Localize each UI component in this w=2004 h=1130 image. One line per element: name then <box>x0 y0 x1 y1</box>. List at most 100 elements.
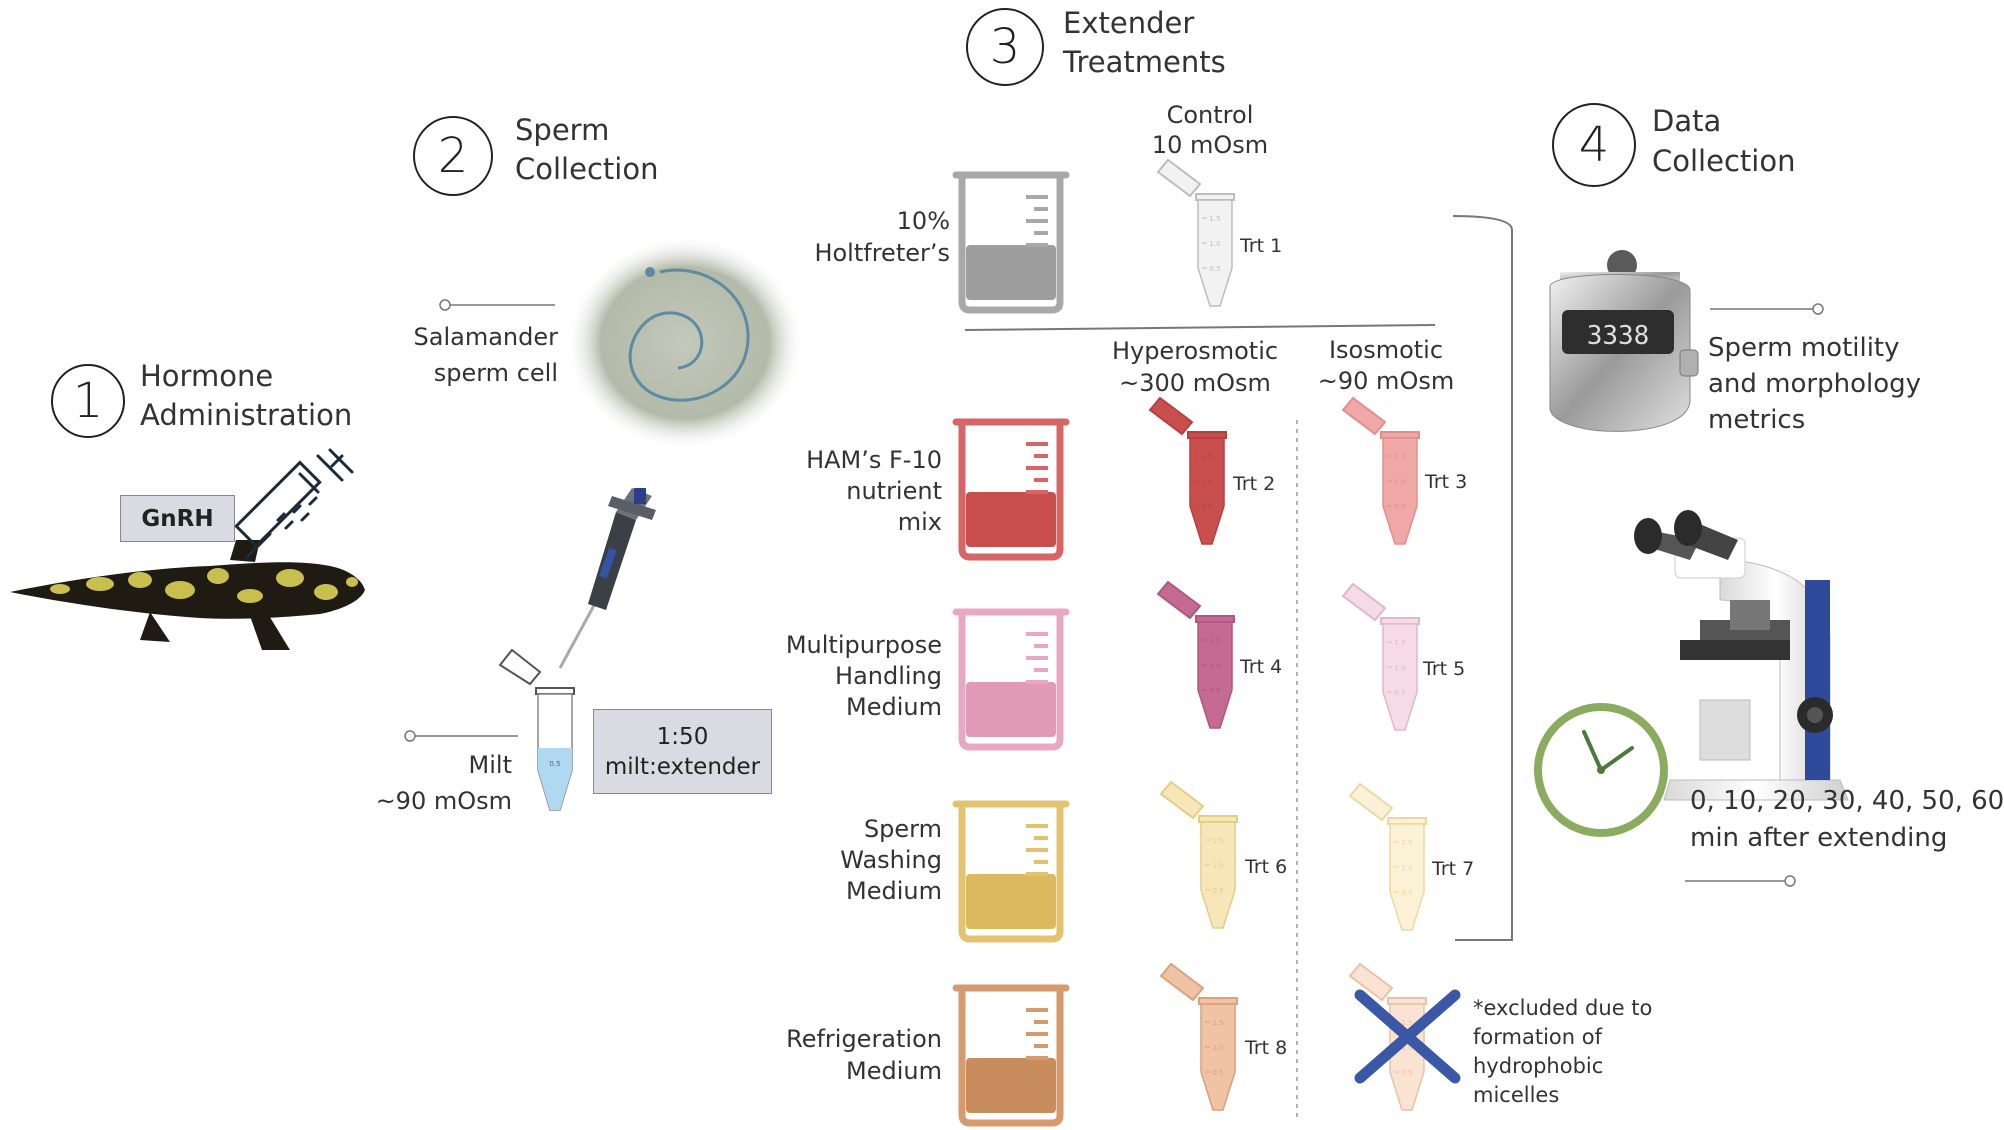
tube-t3: 1.5 1.0 0.5 <box>1341 396 1420 545</box>
trt-1-label: Trt 1 <box>1240 235 1283 257</box>
gnrh-label-box: GnRH <box>120 495 235 542</box>
clock-icon <box>1534 703 1668 837</box>
tube-scale-label: 1.0 <box>1209 662 1220 670</box>
step-3-title-line1: Extender <box>1063 6 1195 40</box>
rm-label-line1: Refrigeration <box>786 1025 942 1053</box>
sperm-cell-image <box>565 235 805 451</box>
tube-scale-label: 0.5 <box>1212 1069 1223 1077</box>
tube-scale-label: 1.0 <box>1394 664 1405 672</box>
tube-scale-label: 1.5 <box>1401 1019 1412 1027</box>
step-2-number: 2 <box>437 128 469 184</box>
pipette-icon <box>558 488 656 669</box>
excluded-note-line3: hydrophobic <box>1473 1054 1604 1078</box>
sperm-cell-label-line2: sperm cell <box>433 359 558 387</box>
microscope-image <box>1634 510 1849 801</box>
control-header-line1: Control <box>1166 101 1254 129</box>
ham-label-line3: mix <box>897 508 942 536</box>
salamander-image <box>10 540 365 650</box>
ratio-box: 1:50 milt:extender <box>593 709 772 794</box>
hyperosmotic-header-line2: ~300 mOsm <box>1119 369 1271 397</box>
trt-3-label: Trt 3 <box>1425 471 1468 493</box>
tube-scale-label: 1.0 <box>1401 1044 1412 1052</box>
tube-scale-label: 0.5 <box>1401 1069 1412 1077</box>
excluded-note-line2: formation of <box>1473 1025 1602 1049</box>
beaker-holtfreter <box>952 171 1070 314</box>
tube-t5: 1.5 1.0 0.5 <box>1341 582 1420 731</box>
gnrh-label: GnRH <box>141 505 214 532</box>
step-1-title-line2: Administration <box>140 398 353 432</box>
tube-scale-label: 1.0 <box>1394 478 1405 486</box>
time-label: 0, 10, 20, 30, 40, 50, 60 min after exte… <box>1690 783 2004 857</box>
step-2-title-line2: Collection <box>515 152 659 186</box>
beaker-rm <box>952 984 1070 1127</box>
connector-lines <box>404 299 1824 887</box>
ratio-box-line1: 1:50 <box>656 723 709 750</box>
trt-5-label: Trt 5 <box>1423 658 1466 680</box>
ratio-box-line2: milt:extender <box>604 753 761 780</box>
tube-scale-label: 1.5 <box>1212 837 1223 845</box>
swm-label-line1: Sperm <box>863 815 942 843</box>
tube-scale-label: 1.5 <box>1212 1019 1223 1027</box>
step-4-circle: 4 <box>1552 103 1636 187</box>
step-3-title-line2: Treatments <box>1063 45 1226 79</box>
step-1-number: 1 <box>72 373 104 429</box>
step-2-circle: 2 <box>413 116 493 196</box>
time-label-line2: min after extending <box>1690 823 1948 853</box>
milt-tube-scale: 0.5 <box>549 760 560 768</box>
holtfreter-label-line1: 10% <box>896 207 950 235</box>
step-1-title-line1: Hormone <box>140 359 274 393</box>
tube-t7: 1.51.00.5 <box>1348 782 1427 931</box>
milt-tube-icon: 0.5 <box>498 648 575 811</box>
tube-scale-label: 1.5 <box>1394 639 1405 647</box>
control-header-line2: 10 mOsm <box>1151 131 1269 159</box>
trt-8-label: Trt 8 <box>1245 1037 1288 1059</box>
time-label-line1: 0, 10, 20, 30, 40, 50, 60 <box>1690 786 2004 816</box>
step-4-title-line2: Collection <box>1652 144 1796 178</box>
ham-label-line2: nutrient <box>846 477 942 505</box>
control-divider <box>964 324 1436 331</box>
metrics-label: Sperm motility and morphology metrics <box>1708 330 1921 438</box>
swm-label-line3: Medium <box>846 877 942 905</box>
tally-counter-image: 3338 <box>1549 250 1699 432</box>
tube-t2: 1.51.00.5 <box>1148 396 1227 545</box>
mhm-label-line3: Medium <box>846 693 942 721</box>
trt-2-label: Trt 2 <box>1233 473 1276 495</box>
step-3-circle: 3 <box>966 8 1044 86</box>
tube-scale-label: 0.5 <box>1401 889 1412 897</box>
trt-7-label: Trt 7 <box>1432 858 1475 880</box>
isosmotic-header-line2: ~90 mOsm <box>1317 367 1455 395</box>
mhm-label-line2: Handling <box>835 662 942 690</box>
syringe-icon <box>234 448 354 560</box>
milt-label-line2: ~90 mOsm <box>375 787 512 815</box>
excluded-note-line1: *excluded due to <box>1473 996 1653 1020</box>
excluded-x-icon <box>1354 989 1461 1084</box>
counter-digits: 3338 <box>1587 321 1650 351</box>
trt-6-label: Trt 6 <box>1245 856 1288 878</box>
trt-4-label: Trt 4 <box>1240 656 1283 678</box>
tube-scale-label: 0.5 <box>1212 887 1223 895</box>
tube-t8: 1.5 1.0 0.5 <box>1159 962 1238 1111</box>
beaker-swm <box>952 800 1070 943</box>
step-4-title-line1: Data <box>1652 104 1722 138</box>
swm-label-line2: Washing <box>840 846 942 874</box>
step-1-circle: 1 <box>51 364 125 438</box>
metrics-label-line1: Sperm motility <box>1708 333 1900 363</box>
tube-scale-label: 1.0 <box>1209 240 1220 248</box>
excluded-note: *excluded due to formation of hydrophobi… <box>1473 994 1652 1110</box>
metrics-label-line3: metrics <box>1708 405 1806 435</box>
tube-scale-label: 1.5 <box>1201 453 1212 461</box>
beaker-ham <box>952 418 1070 561</box>
tube-t4: 1.51.00.5 <box>1156 580 1235 729</box>
tube-scale-label: 0.5 <box>1209 687 1220 695</box>
tube-scale-label: 0.5 <box>1394 689 1405 697</box>
step-2-title-line1: Sperm <box>515 113 610 147</box>
tube-scale-label: 1.0 <box>1401 864 1412 872</box>
excluded-note-line4: micelles <box>1473 1083 1560 1107</box>
tube-scale-label: 0.5 <box>1394 503 1405 511</box>
step-3-number: 3 <box>989 19 1021 75</box>
tube-scale-label: 1.5 <box>1209 215 1220 223</box>
tube-scale-label: 1.0 <box>1212 1044 1223 1052</box>
tube-scale-label: 1.5 <box>1394 453 1405 461</box>
tube-t1: 1.51.00.5 <box>1156 158 1235 307</box>
metrics-label-line2: and morphology <box>1708 369 1922 399</box>
